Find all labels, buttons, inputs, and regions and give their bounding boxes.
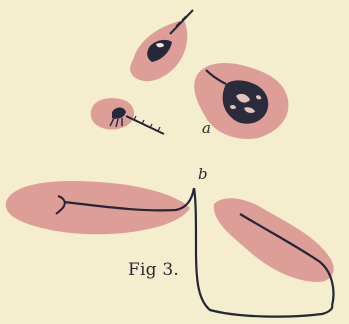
specimen-bottom-left <box>6 181 194 234</box>
figure-caption: Fig 3. <box>128 262 179 279</box>
specimen-bottom-right <box>194 188 334 317</box>
specimen-top <box>130 10 193 81</box>
label-a: a <box>202 121 211 136</box>
label-b: b <box>198 167 208 182</box>
specimen-small <box>91 98 164 134</box>
